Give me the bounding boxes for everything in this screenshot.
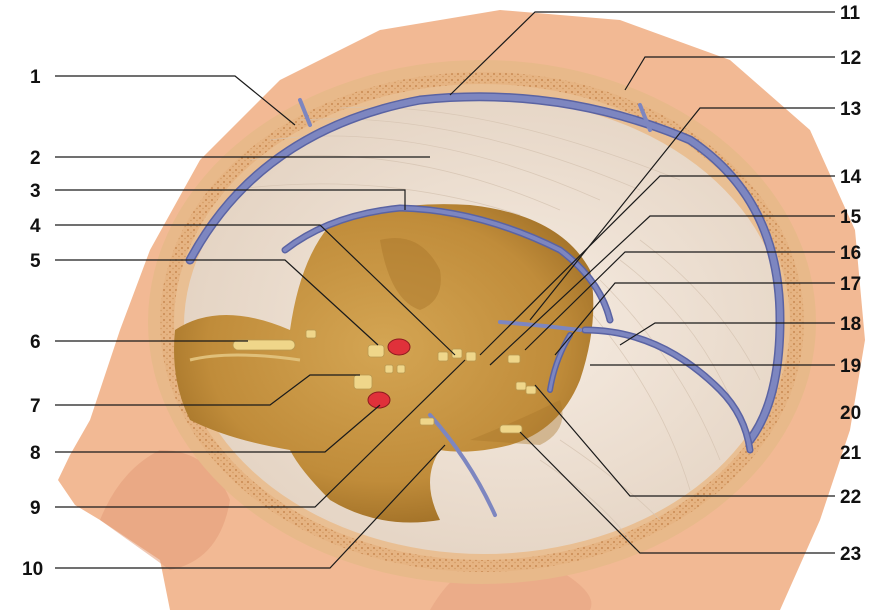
label-20: 20 bbox=[840, 403, 861, 424]
label-19: 19 bbox=[840, 356, 861, 377]
label-6: 6 bbox=[30, 332, 41, 353]
label-8: 8 bbox=[30, 443, 41, 464]
label-18: 18 bbox=[840, 314, 861, 335]
label-23: 23 bbox=[840, 544, 861, 565]
labels-right: 11 12 13 14 15 16 17 18 19 20 21 22 23 bbox=[840, 3, 862, 565]
label-3: 3 bbox=[30, 181, 41, 202]
label-22: 22 bbox=[840, 487, 861, 508]
label-17: 17 bbox=[840, 274, 861, 295]
label-13: 13 bbox=[840, 99, 861, 120]
label-15: 15 bbox=[840, 207, 862, 228]
label-10: 10 bbox=[22, 559, 43, 580]
label-5: 5 bbox=[30, 251, 41, 272]
label-12: 12 bbox=[840, 48, 861, 69]
label-2: 2 bbox=[30, 148, 41, 169]
label-4: 4 bbox=[30, 216, 41, 237]
label-9: 9 bbox=[30, 498, 41, 519]
label-11: 11 bbox=[840, 3, 861, 24]
labels-left: 1 2 3 4 5 6 7 8 9 10 bbox=[22, 67, 43, 580]
label-1: 1 bbox=[30, 67, 41, 88]
label-16: 16 bbox=[840, 243, 861, 264]
label-21: 21 bbox=[840, 443, 862, 464]
label-7: 7 bbox=[30, 396, 41, 417]
label-14: 14 bbox=[840, 167, 862, 188]
